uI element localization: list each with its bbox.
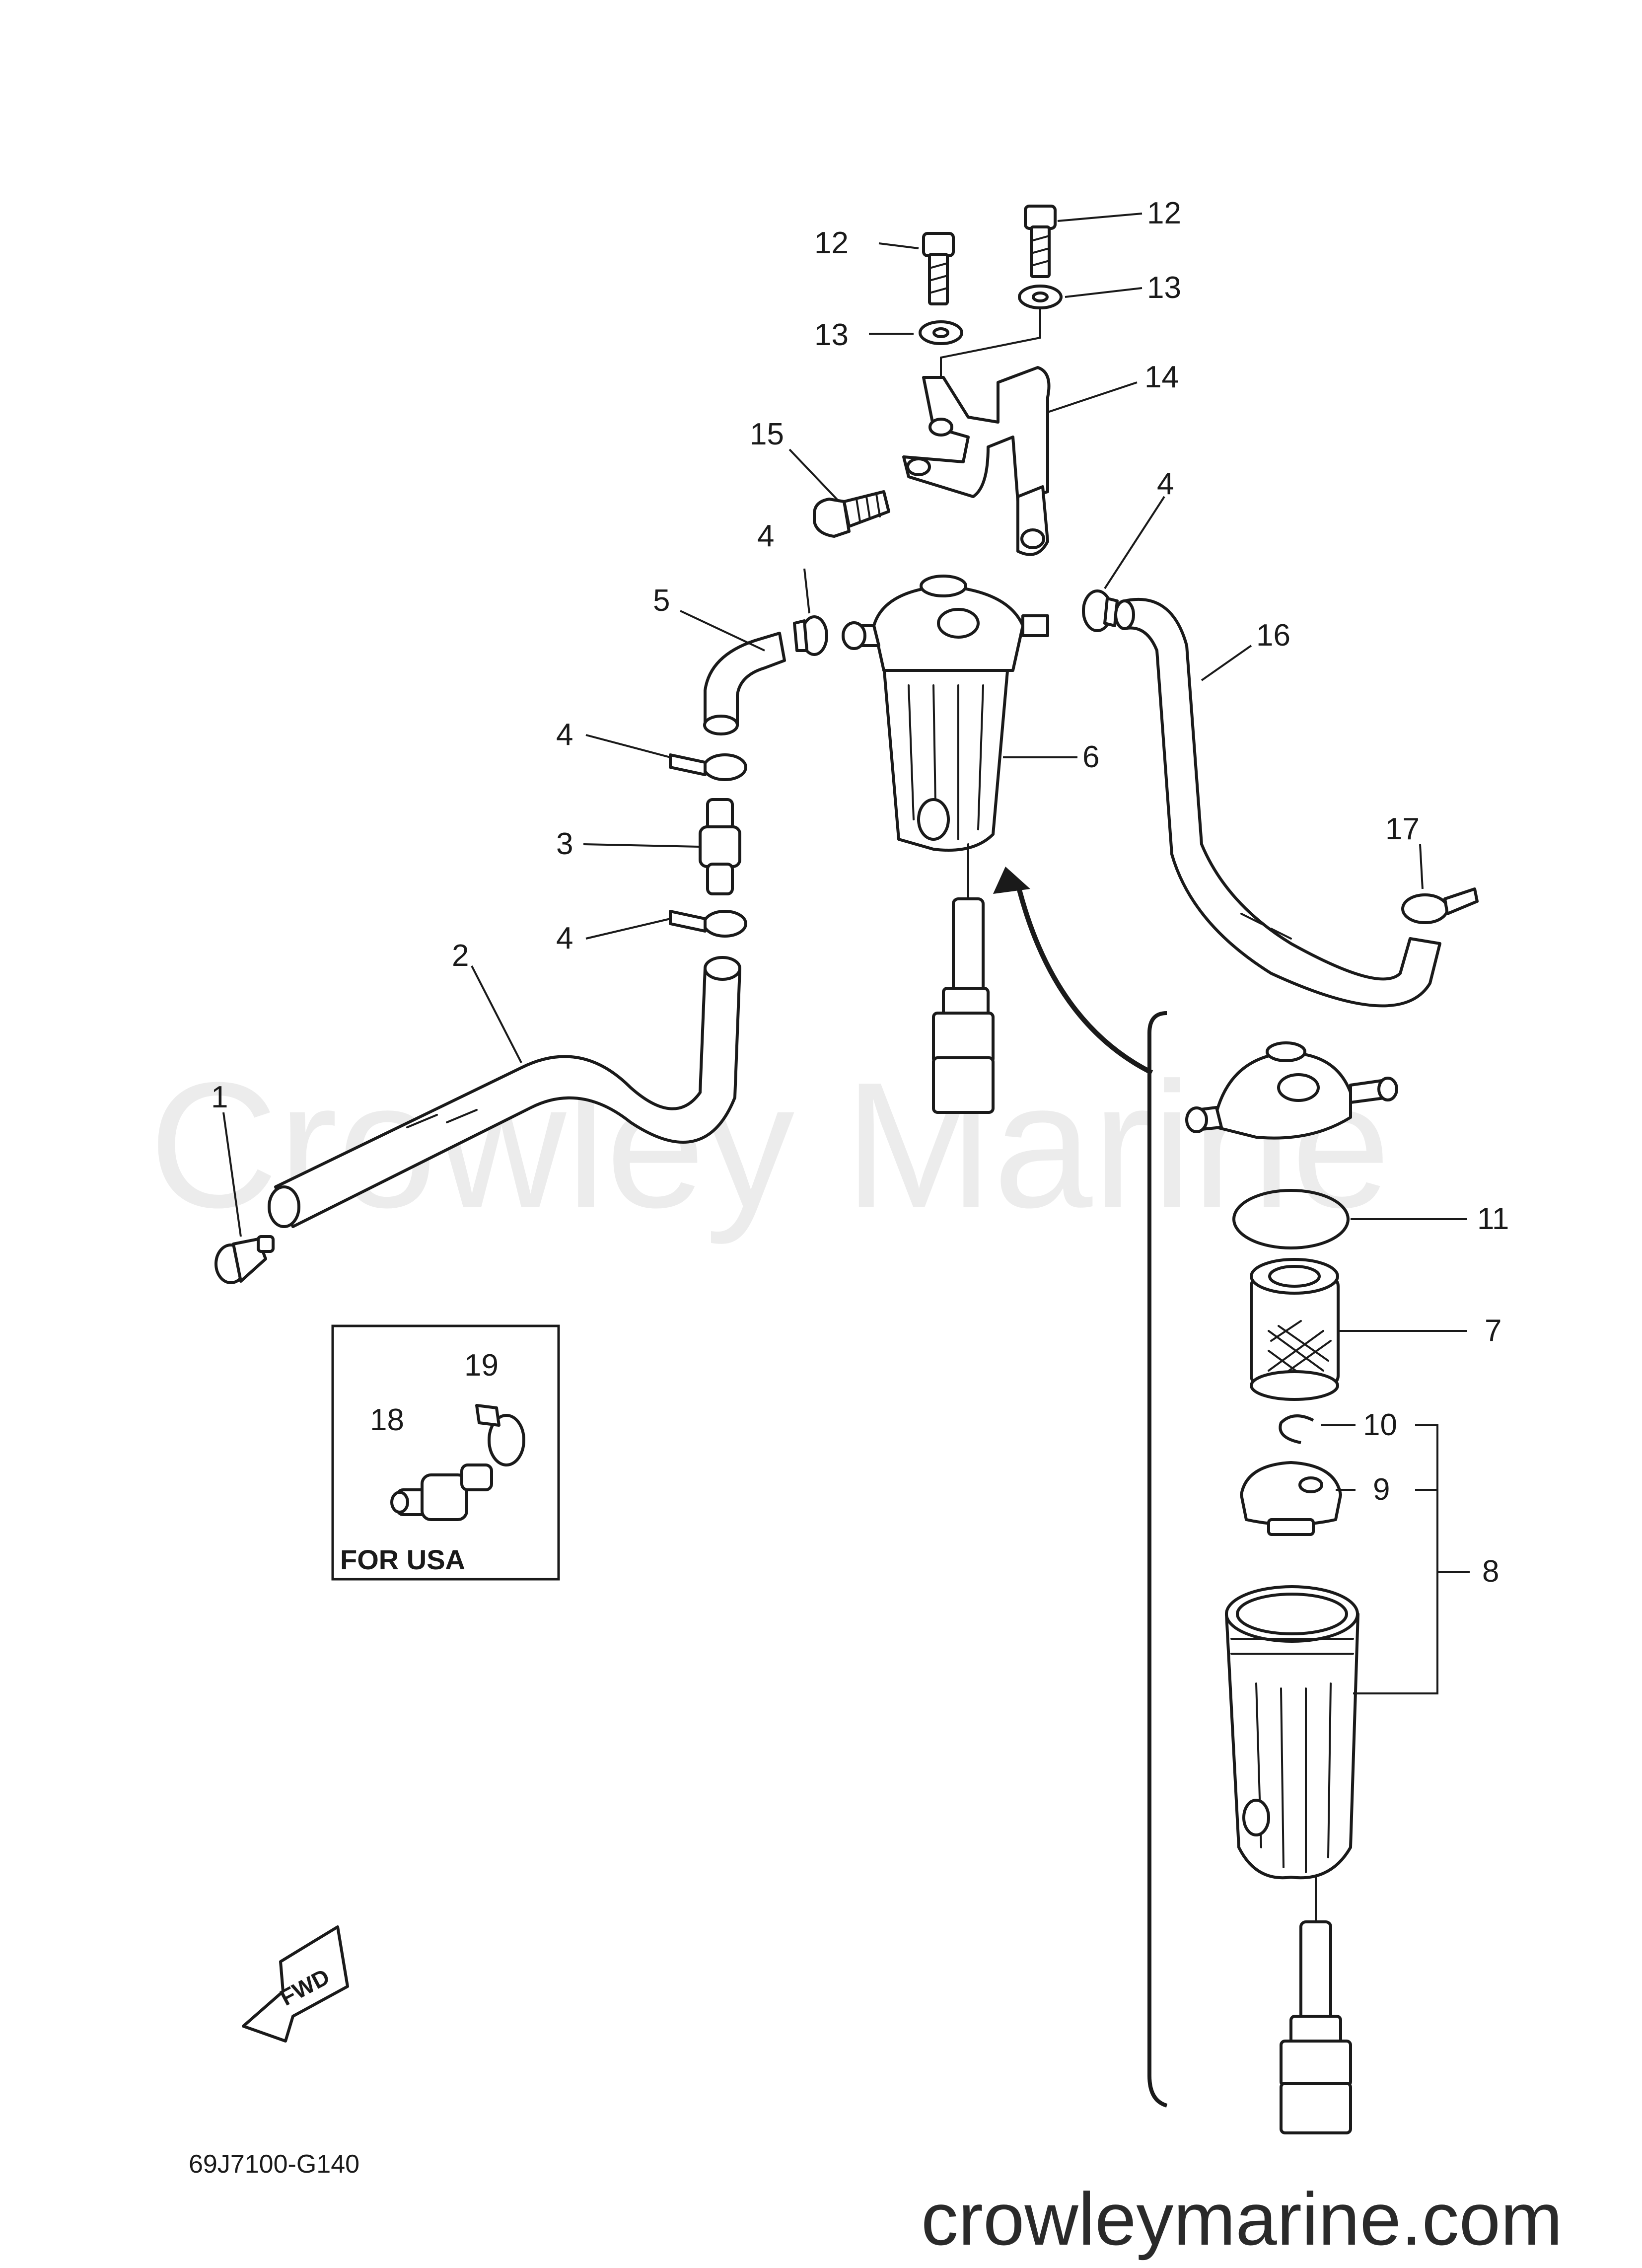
hose-joint-3[interactable] bbox=[699, 798, 741, 895]
bolt-12-right[interactable] bbox=[1024, 205, 1057, 278]
label-5: 5 bbox=[653, 584, 670, 618]
label-12-right: 12 bbox=[1147, 196, 1181, 230]
hose-clamp-4-upper[interactable] bbox=[669, 753, 747, 781]
label-14: 14 bbox=[1144, 360, 1179, 394]
label-10: 10 bbox=[1363, 1408, 1397, 1442]
hose-clamp-4-lower[interactable] bbox=[669, 910, 747, 938]
usa-inset-title: FOR USA bbox=[340, 1544, 465, 1575]
bolt-15[interactable] bbox=[813, 490, 890, 538]
label-13-left: 13 bbox=[814, 318, 849, 352]
label-7: 7 bbox=[1485, 1314, 1501, 1348]
bracket-14[interactable] bbox=[902, 366, 1051, 556]
label-3: 3 bbox=[556, 827, 573, 861]
filter-element-7[interactable] bbox=[1250, 1258, 1340, 1401]
label-18: 18 bbox=[370, 1403, 404, 1437]
label-16: 16 bbox=[1256, 618, 1290, 653]
washer-13-left[interactable] bbox=[919, 320, 963, 345]
o-ring-11[interactable] bbox=[1232, 1189, 1350, 1249]
diagram-code: 69J7100-G140 bbox=[189, 2150, 359, 2179]
fitting-1[interactable] bbox=[214, 1235, 275, 1284]
label-2: 2 bbox=[452, 939, 469, 973]
usa-inset-box bbox=[331, 1324, 560, 1581]
exploded-view-arrow bbox=[1015, 883, 1153, 1075]
label-4-filter-right: 4 bbox=[1157, 467, 1174, 501]
label-8: 8 bbox=[1482, 1554, 1499, 1589]
float-9[interactable] bbox=[1240, 1461, 1342, 1536]
label-4-filter-left: 4 bbox=[757, 519, 774, 553]
label-6: 6 bbox=[1082, 740, 1099, 774]
hose-clamp-19[interactable] bbox=[475, 1404, 525, 1466]
bolt-12-left[interactable] bbox=[922, 232, 955, 305]
label-4-lower: 4 bbox=[556, 921, 573, 955]
hose-clamp-4-left[interactable] bbox=[793, 615, 828, 656]
hose-joint-18[interactable] bbox=[390, 1463, 493, 1521]
website-url: crowleymarine.com bbox=[921, 2177, 1563, 2261]
label-12-left: 12 bbox=[814, 226, 849, 260]
leader-lines bbox=[222, 213, 1470, 1694]
watermark: Crowley Marine bbox=[149, 1045, 1391, 1246]
label-9: 9 bbox=[1373, 1472, 1390, 1507]
fuel-filter-6[interactable] bbox=[842, 575, 1049, 1114]
washer-13-right[interactable] bbox=[1018, 285, 1063, 309]
label-11: 11 bbox=[1477, 1202, 1509, 1236]
exploded-view-bracket bbox=[1147, 1011, 1168, 2108]
fuel-hose-5[interactable] bbox=[703, 632, 786, 735]
part-number-labels: 12 12 13 13 14 15 4 4 5 16 6 4 3 4 2 1 1… bbox=[211, 196, 1509, 1589]
exploded-view-arrowhead bbox=[993, 867, 1030, 894]
snap-ring-10[interactable] bbox=[1279, 1414, 1314, 1444]
fuel-hose-2[interactable] bbox=[268, 956, 741, 1228]
label-19: 19 bbox=[464, 1348, 499, 1383]
fuel-hose-16[interactable] bbox=[1114, 597, 1441, 1008]
filter-cup-8[interactable] bbox=[1225, 1585, 1359, 2134]
hose-clamp-17[interactable] bbox=[1401, 887, 1479, 924]
forward-direction-arrow: FWD bbox=[242, 1925, 349, 2043]
label-1: 1 bbox=[211, 1080, 228, 1114]
label-4-upper: 4 bbox=[556, 718, 573, 752]
filter-cap[interactable] bbox=[1185, 1041, 1398, 1140]
hose-clamp-4-right[interactable] bbox=[1082, 589, 1119, 632]
label-13-right: 13 bbox=[1147, 271, 1181, 305]
label-15: 15 bbox=[750, 417, 784, 451]
label-17: 17 bbox=[1385, 812, 1420, 846]
